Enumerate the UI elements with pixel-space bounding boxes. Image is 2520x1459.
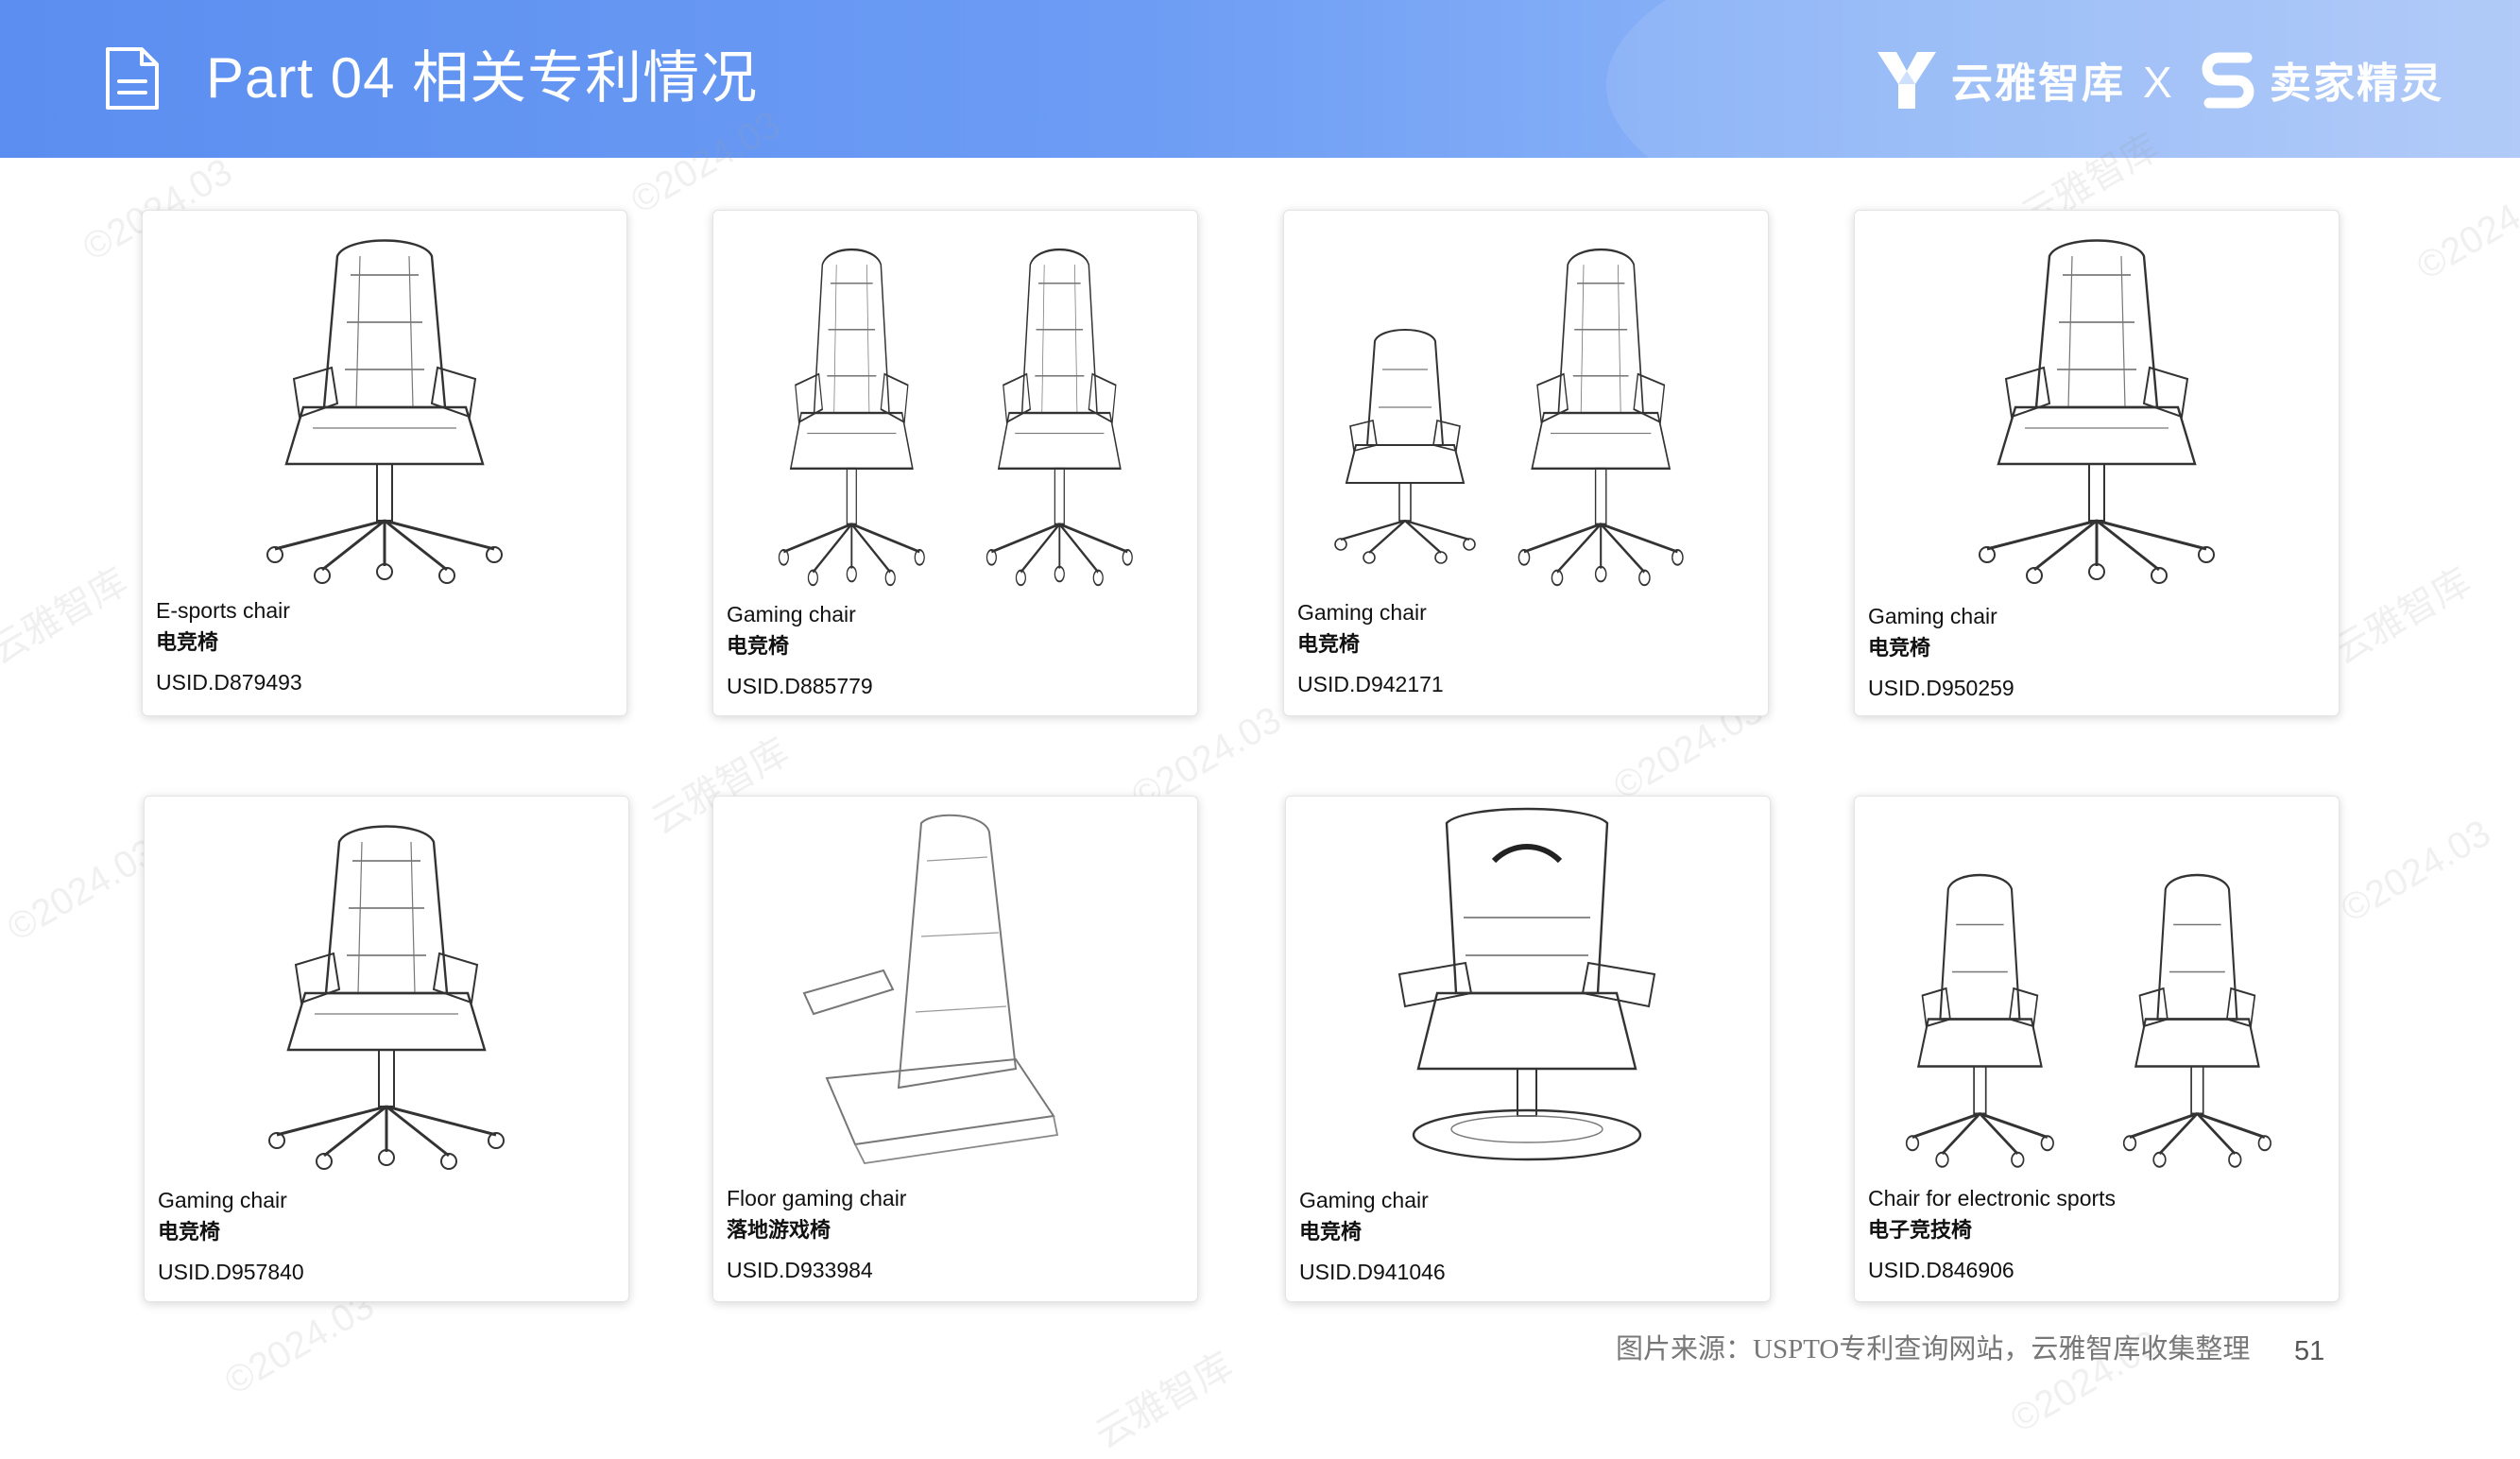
patent-cn-name: 电竞椅 (1297, 632, 1361, 656)
patent-en-name: Gaming chair (1299, 1188, 1429, 1212)
patent-id: USID.D885779 (727, 674, 873, 698)
watermark: 云雅智库 (1088, 1345, 1241, 1457)
patent-drawing (162, 218, 608, 587)
patent-drawing (163, 804, 609, 1173)
patent-card-5: Gaming chair 电竞椅 USID.D957840 (144, 796, 629, 1302)
page-number: 51 (2294, 1336, 2325, 1366)
watermark: ©2024.03 (217, 1284, 382, 1403)
image-source-note: 图片来源：USPTO专利查询网站，云雅智库收集整理 (1616, 1334, 2251, 1365)
page-title: Part 04 相关专利情况 (206, 46, 759, 110)
patent-cn-name: 电竞椅 (158, 1220, 221, 1244)
patent-card-3: Gaming chair 电竞椅 USID.D942171 (1283, 210, 1769, 716)
patent-card-2: Gaming chair 电竞椅 USID.D885779 (712, 210, 1198, 716)
patent-drawing (732, 218, 1178, 587)
patent-card-1: E-sports chair 电竞椅 USID.D879493 (142, 210, 627, 716)
patent-cn-name: 电竞椅 (156, 630, 219, 654)
patent-cn-name: 电竞椅 (1299, 1220, 1363, 1244)
patent-en-name: Gaming chair (1297, 600, 1427, 625)
patent-id: USID.D941046 (1299, 1260, 1446, 1284)
patent-cn-name: 电竞椅 (727, 634, 790, 658)
header-banner: Part 04 相关专利情况 云雅智库 X 卖家精灵 (0, 0, 2520, 158)
brand-maijia: 卖家精灵 (2200, 43, 2443, 115)
patent-id: USID.D846906 (1868, 1258, 2014, 1282)
patent-id: USID.D933984 (727, 1258, 873, 1282)
patent-drawing (1874, 804, 2320, 1173)
patent-drawing (1874, 218, 2320, 587)
document-icon (106, 47, 159, 110)
brand-yunya: 云雅智库 (1876, 43, 2125, 115)
watermark: ©2024.03 (2334, 812, 2498, 931)
patent-card-7: Gaming chair 电竞椅 USID.D941046 (1285, 796, 1771, 1302)
patent-en-name: Gaming chair (1868, 604, 1997, 628)
patent-en-name: E-sports chair (156, 598, 290, 623)
patent-id: USID.D957840 (158, 1260, 304, 1284)
patent-cn-name: 落地游戏椅 (727, 1218, 831, 1242)
patent-drawing (1303, 218, 1749, 587)
brand-separator: X (2143, 58, 2172, 107)
watermark: 云雅智库 (0, 560, 135, 673)
patent-card-6: Floor gaming chair 落地游戏椅 USID.D933984 (712, 796, 1198, 1302)
header-swoosh-decoration (1606, 0, 2520, 158)
patent-drawing (732, 804, 1178, 1173)
yunya-logo-icon (1877, 52, 1936, 109)
watermark: ©2024.03 (0, 831, 164, 950)
watermark: ©2024.03 (2409, 169, 2520, 288)
patent-id: USID.D879493 (156, 670, 302, 695)
patent-card-4: Gaming chair 电竞椅 USID.D950259 (1854, 210, 2340, 716)
patent-cn-name: 电竞椅 (1868, 636, 1931, 660)
patent-en-name: Gaming chair (727, 602, 856, 627)
patent-cn-name: 电子竞技椅 (1868, 1218, 1973, 1242)
brand-maijia-name: 卖家精灵 (2270, 60, 2443, 107)
watermark: 云雅智库 (2325, 560, 2478, 673)
patent-en-name: Gaming chair (158, 1188, 287, 1212)
patent-en-name: Floor gaming chair (727, 1186, 907, 1210)
patent-en-name: Chair for electronic sports (1868, 1186, 2117, 1210)
patent-card-8: Chair for electronic sports 电子竞技椅 USID.D… (1854, 796, 2340, 1302)
brand-yunya-name: 云雅智库 (1951, 60, 2125, 107)
patent-drawing (1305, 804, 1751, 1173)
maijia-logo-icon (2202, 52, 2254, 109)
patent-id: USID.D950259 (1868, 676, 2014, 700)
patent-id: USID.D942171 (1297, 672, 1444, 696)
